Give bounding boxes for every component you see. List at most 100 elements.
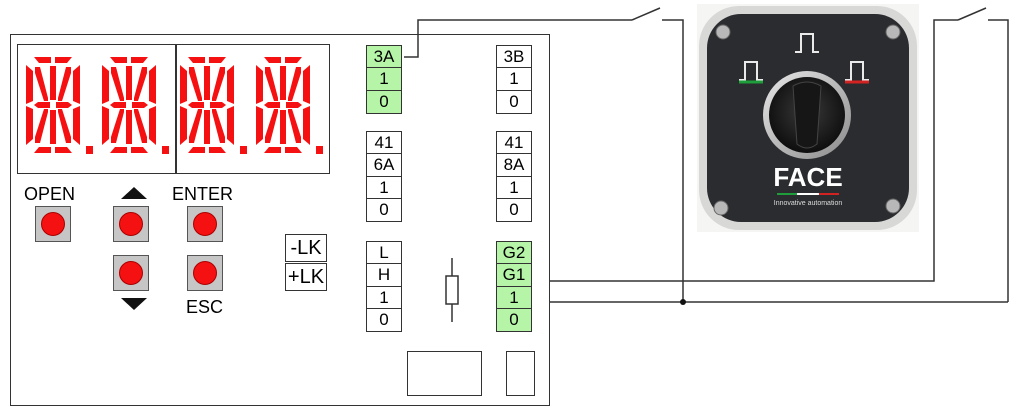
- display-segment: [285, 147, 302, 153]
- terminal-1: 1: [366, 285, 402, 310]
- display-segment: [26, 65, 33, 104]
- display-digit: [180, 57, 247, 154]
- empty-terminal-box-narrow: [506, 351, 535, 396]
- display-segment: [212, 67, 225, 101]
- display-segment: [58, 67, 71, 101]
- display-digit: [256, 57, 323, 154]
- mode-symbols: [739, 33, 869, 84]
- display-digits: [26, 57, 323, 154]
- mode-right-icon: [845, 61, 869, 81]
- terminal-1: 1: [496, 285, 532, 310]
- display-segment: [188, 102, 204, 108]
- display-segment: [227, 65, 234, 104]
- enter-button[interactable]: [187, 206, 223, 242]
- mode-center-icon: [795, 33, 819, 53]
- display-segment: [110, 147, 127, 153]
- display-digit: [26, 57, 93, 154]
- display-segment: [111, 67, 124, 101]
- display-segment: [55, 147, 72, 153]
- display-segment: [204, 66, 210, 100]
- screw-icon: [885, 24, 901, 40]
- terminal-block-1-mid: 41 6A 1 0: [366, 130, 402, 222]
- plus-lk-box: +LK: [285, 263, 327, 291]
- display-segment: [126, 66, 132, 100]
- display-digit: [102, 57, 169, 154]
- display-segment: [26, 106, 33, 145]
- decimal-point: [86, 146, 93, 154]
- terminal-1: 1: [496, 175, 532, 200]
- display-segment: [73, 65, 80, 104]
- display-segment: [50, 66, 56, 100]
- terminal-8a: 8A: [496, 153, 532, 177]
- terminal-0: 0: [366, 308, 402, 332]
- display-segment: [227, 106, 234, 145]
- display-segment: [34, 102, 50, 108]
- display-segment: [131, 57, 148, 63]
- terminal-1: 1: [366, 67, 402, 91]
- display-segment: [149, 65, 156, 104]
- segment-display: [17, 44, 330, 174]
- display-segment: [256, 65, 263, 104]
- display-segment: [212, 109, 225, 143]
- terminal-g1: G1: [496, 263, 532, 287]
- terminal-6a: 6A: [366, 153, 402, 177]
- display-segment: [50, 110, 56, 144]
- display-segment: [73, 106, 80, 145]
- red-dot-icon: [193, 261, 217, 285]
- display-segment: [180, 106, 187, 145]
- terminal-1: 1: [366, 175, 402, 200]
- display-segment: [102, 106, 109, 145]
- terminal-3b: 3B: [496, 44, 532, 69]
- display-segment: [56, 102, 72, 108]
- display-segment: [209, 57, 226, 63]
- display-segment: [55, 57, 72, 63]
- screw-icon: [715, 24, 731, 40]
- selector-device-graphic: FACE Innovative automation: [699, 6, 917, 230]
- terminal-h: H: [366, 263, 402, 287]
- controller-panel: [10, 34, 550, 406]
- display-segment: [264, 57, 281, 63]
- decimal-point: [240, 146, 247, 154]
- terminal-block-1-top: 3A 1 0: [366, 44, 402, 114]
- display-segment: [132, 102, 148, 108]
- decimal-point: [316, 146, 323, 154]
- open-button[interactable]: [35, 206, 71, 242]
- display-segment: [131, 147, 148, 153]
- open-label: OPEN: [24, 184, 76, 204]
- display-divider: [175, 44, 177, 174]
- esc-button[interactable]: [187, 255, 223, 291]
- display-segment: [35, 67, 48, 101]
- terminal-l: L: [366, 240, 402, 265]
- down-button[interactable]: [113, 255, 149, 291]
- display-segment: [256, 106, 263, 145]
- brand-text: FACE: [773, 162, 842, 192]
- display-segment: [286, 102, 302, 108]
- resistor-icon: [445, 258, 459, 322]
- enter-label: ENTER: [172, 184, 234, 204]
- display-segment: [110, 57, 127, 63]
- terminal-block-2-mid: 41 8A 1 0: [496, 130, 532, 222]
- selector-device-photo: FACE Innovative automation: [697, 4, 919, 232]
- display-segment: [34, 147, 51, 153]
- terminal-3a: 3A: [366, 44, 402, 69]
- up-button[interactable]: [113, 206, 149, 242]
- terminal-0: 0: [366, 89, 402, 114]
- terminal-block-2-top: 3B 1 0: [496, 44, 532, 114]
- red-dot-icon: [193, 212, 217, 236]
- terminal-g2: G2: [496, 240, 532, 265]
- display-segment: [34, 57, 51, 63]
- terminal-0: 0: [496, 308, 532, 332]
- screw-icon: [885, 198, 901, 214]
- brand-tagline: Innovative automation: [774, 200, 843, 207]
- display-segment: [189, 109, 202, 143]
- terminal-41: 41: [496, 130, 532, 155]
- display-segment: [210, 102, 226, 108]
- arrow-down-icon: [121, 298, 147, 310]
- display-segment: [188, 147, 205, 153]
- display-segment: [288, 109, 301, 143]
- display-segment: [149, 106, 156, 145]
- terminal-0: 0: [496, 89, 532, 114]
- display-segment: [126, 110, 132, 144]
- display-segment: [58, 109, 71, 143]
- display-segment: [264, 147, 281, 153]
